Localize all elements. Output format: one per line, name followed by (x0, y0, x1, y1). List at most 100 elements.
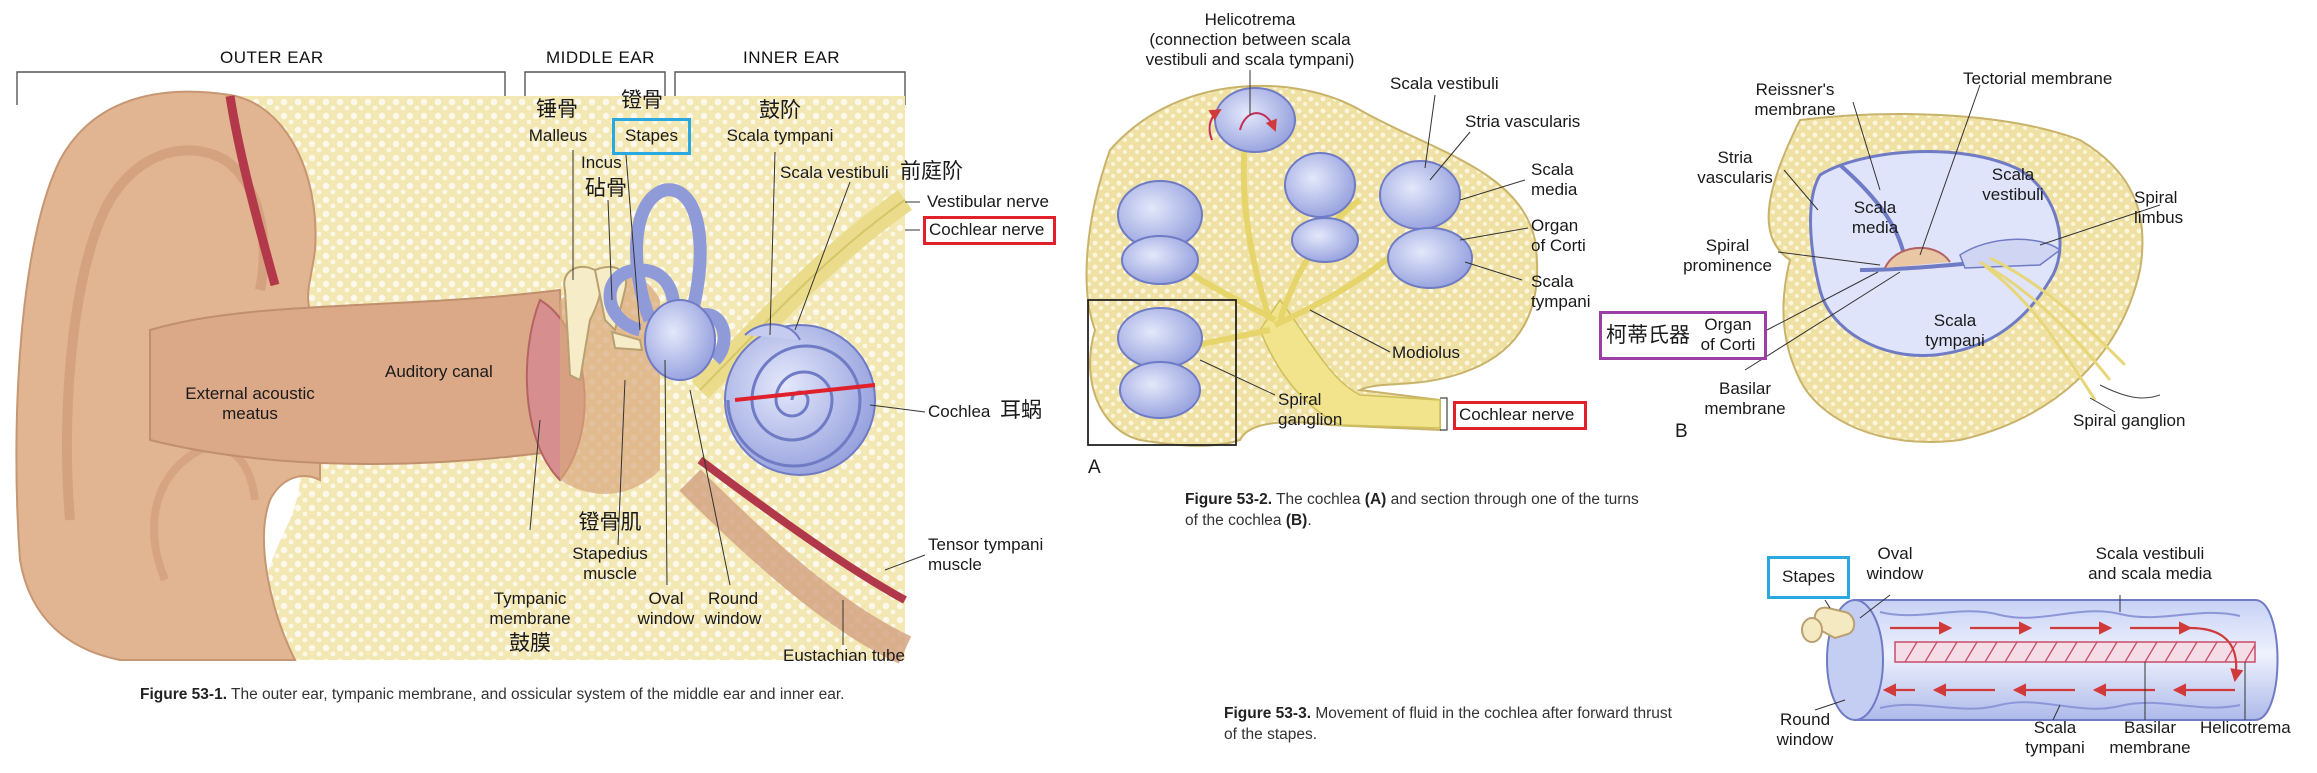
label-panel-a: A (1088, 457, 1101, 478)
caption-fig-53-2-line1: Figure 53-2. The cochlea (A) and section… (1185, 489, 1639, 510)
label-scala-vestibuli-b-2: vestibuli (1982, 185, 2044, 204)
label-scala-tympani-fig3-1: Scala (2033, 718, 2077, 737)
caption-fig1-text: The outer ear, tympanic membrane, and os… (231, 686, 845, 703)
label-oval-window-fig3-2: window (1866, 564, 1924, 583)
label-basilar-b-1: Basilar (1719, 379, 1771, 398)
label-reissner-1: Reissner's (1755, 80, 1835, 99)
section-outer-ear: OUTER EAR (220, 48, 324, 67)
label-scala-vestibuli: Scala vestibuli (780, 163, 889, 182)
fig3-artwork (1801, 594, 2279, 721)
label-tectorial: Tectorial membrane (1963, 69, 2113, 88)
label-stapedius-1: Stapedius (572, 544, 648, 563)
label-spiral-ganglion-a-1: Spiral (1278, 390, 1322, 409)
caption-fig-53-1: Figure 53-1. The outer ear, tympanic mem… (140, 684, 844, 705)
label-eustachian: Eustachian tube (783, 646, 905, 665)
label-spiral-prominence-1: Spiral (1705, 236, 1750, 255)
label-vestibular-nerve: Vestibular nerve (927, 192, 1049, 211)
label-organ-corti-b-2: of Corti (1700, 335, 1756, 354)
label-basilar-b-2: membrane (1704, 399, 1786, 418)
caption-fig2-l1b: (A) (1364, 491, 1387, 508)
label-spiral-ganglion-b: Spiral ganglion (2073, 411, 2186, 430)
label-scala-vestibuli-zh: 前庭阶 (900, 159, 963, 183)
label-stria-vascularis-a: Stria vascularis (1465, 112, 1581, 131)
label-scala-vestibuli-a: Scala vestibuli (1390, 74, 1499, 93)
stapes-highlight-box (612, 118, 691, 155)
caption-fig2-l1a: The cochlea (1276, 491, 1365, 508)
label-spiral-prominence-2: prominence (1683, 256, 1772, 275)
label-modiolus: Modiolus (1392, 343, 1461, 362)
label-scala-tympani-b-2: tympani (1925, 331, 1985, 350)
label-tensor-2: muscle (928, 555, 982, 574)
label-round-window-2: window (704, 609, 762, 628)
fig2a-artwork (1085, 70, 1539, 447)
label-tympanic-1: Tympanic (493, 589, 567, 608)
label-svm-2: and scala media (2088, 564, 2212, 583)
label-organ-corti-zh: 柯蒂氏器 (1606, 323, 1690, 347)
label-svm-1: Scala vestibuli (2095, 544, 2205, 563)
fig1-artwork (15, 71, 926, 664)
organ-corti-highlight-box (1599, 311, 1767, 360)
label-cochlea: Cochlea (928, 402, 991, 421)
caption-fig-53-3-line2: of the stapes. (1224, 726, 1318, 743)
label-organ-corti-b-1: Organ (1704, 315, 1752, 334)
label-scala-tympani-a-2: tympani (1531, 292, 1591, 311)
label-scala-media-a-2: media (1531, 180, 1578, 199)
label-helicotrema-fig3: Helicotrema (2200, 718, 2291, 737)
label-oval-window-fig3-1: Oval (1877, 544, 1913, 563)
caption-fig1-number: Figure 53-1. (140, 686, 227, 703)
label-spiral-limbus-1: Spiral (2134, 188, 2178, 207)
section-inner-ear: INNER EAR (743, 48, 841, 67)
caption-fig2-l2b: (B) (1285, 512, 1308, 529)
fig2b-artwork (1744, 84, 2161, 443)
caption-fig2-l1c: and section through one of the turns (1386, 491, 1639, 508)
stapes-highlight-box-fig3 (1767, 556, 1850, 599)
label-malleus: Malleus (528, 126, 588, 145)
label-organ-corti-a-1: Organ (1531, 216, 1579, 235)
label-reissner-2: membrane (1754, 100, 1836, 119)
label-external-meatus-2: meatus (222, 404, 278, 423)
label-stria-b-2: vascularis (1697, 168, 1773, 187)
label-organ-corti-a-2: of Corti (1531, 236, 1586, 255)
label-cochlear-nerve-a: Cochlear nerve (1459, 405, 1575, 424)
label-helicotrema-1: Helicotrema (1204, 10, 1296, 29)
label-scala-media-b-1: Scala (1853, 198, 1897, 217)
label-scala-tympani-fig3-2: tympani (2025, 738, 2085, 757)
caption-fig2-l2c: . (1307, 512, 1312, 529)
label-helicotrema-3: vestibuli and scala tympani) (1145, 50, 1355, 69)
caption-fig2-l2a: of the cochlea (1185, 512, 1286, 529)
label-scala-media-a-1: Scala (1531, 160, 1574, 179)
label-scala-tympani-b-1: Scala (1933, 311, 1977, 330)
label-malleus-zh: 锤骨 (536, 97, 578, 121)
label-cochlear-nerve-fig1: Cochlear nerve (929, 220, 1045, 239)
caption-fig3-l1: Movement of fluid in the cochlea after f… (1315, 705, 1672, 722)
cochlear-nerve-highlight-box-1 (923, 216, 1056, 245)
caption-fig-53-3-line1: Figure 53-3. Movement of fluid in the co… (1224, 703, 1672, 724)
label-round-window-fig3-1: Round (1779, 710, 1831, 729)
label-oval-window-2: window (637, 609, 695, 628)
label-auditory-canal: Auditory canal (385, 362, 493, 381)
label-stapes-fig3: Stapes (1782, 567, 1835, 586)
label-helicotrema-2: (connection between scala (1149, 30, 1351, 49)
caption-fig2-number: Figure 53-2. (1185, 491, 1272, 508)
label-stapes: Stapes (625, 126, 678, 145)
label-stapes-zh: 镫骨 (621, 88, 663, 112)
label-spiral-limbus-2: limbus (2134, 208, 2184, 227)
cochlear-nerve-highlight-box-2 (1453, 401, 1587, 430)
label-stapedius-zh: 镫骨肌 (578, 510, 642, 534)
label-scala-tympani-a-1: Scala (1531, 272, 1574, 291)
label-incus: Incus (581, 153, 622, 172)
label-scala-tympani: Scala tympani (726, 126, 834, 145)
section-middle-ear: MIDDLE EAR (546, 48, 655, 67)
label-stria-b-1: Stria (1717, 148, 1753, 167)
label-spiral-ganglion-a-2: ganglion (1278, 410, 1343, 429)
label-oval-window-1: Oval (648, 589, 684, 608)
label-tympanic-2: membrane (489, 609, 571, 628)
label-tympanic-zh: 鼓膜 (509, 631, 551, 655)
caption-fig-53-2-line2: of the cochlea (B). (1185, 510, 1312, 531)
label-cochlea-zh: 耳蜗 (1000, 398, 1042, 422)
caption-fig3-number: Figure 53-3. (1224, 705, 1311, 722)
label-external-meatus-1: External acoustic (185, 384, 315, 403)
label-incus-zh: 砧骨 (585, 176, 627, 200)
label-tensor-1: Tensor tympani (928, 535, 1044, 554)
